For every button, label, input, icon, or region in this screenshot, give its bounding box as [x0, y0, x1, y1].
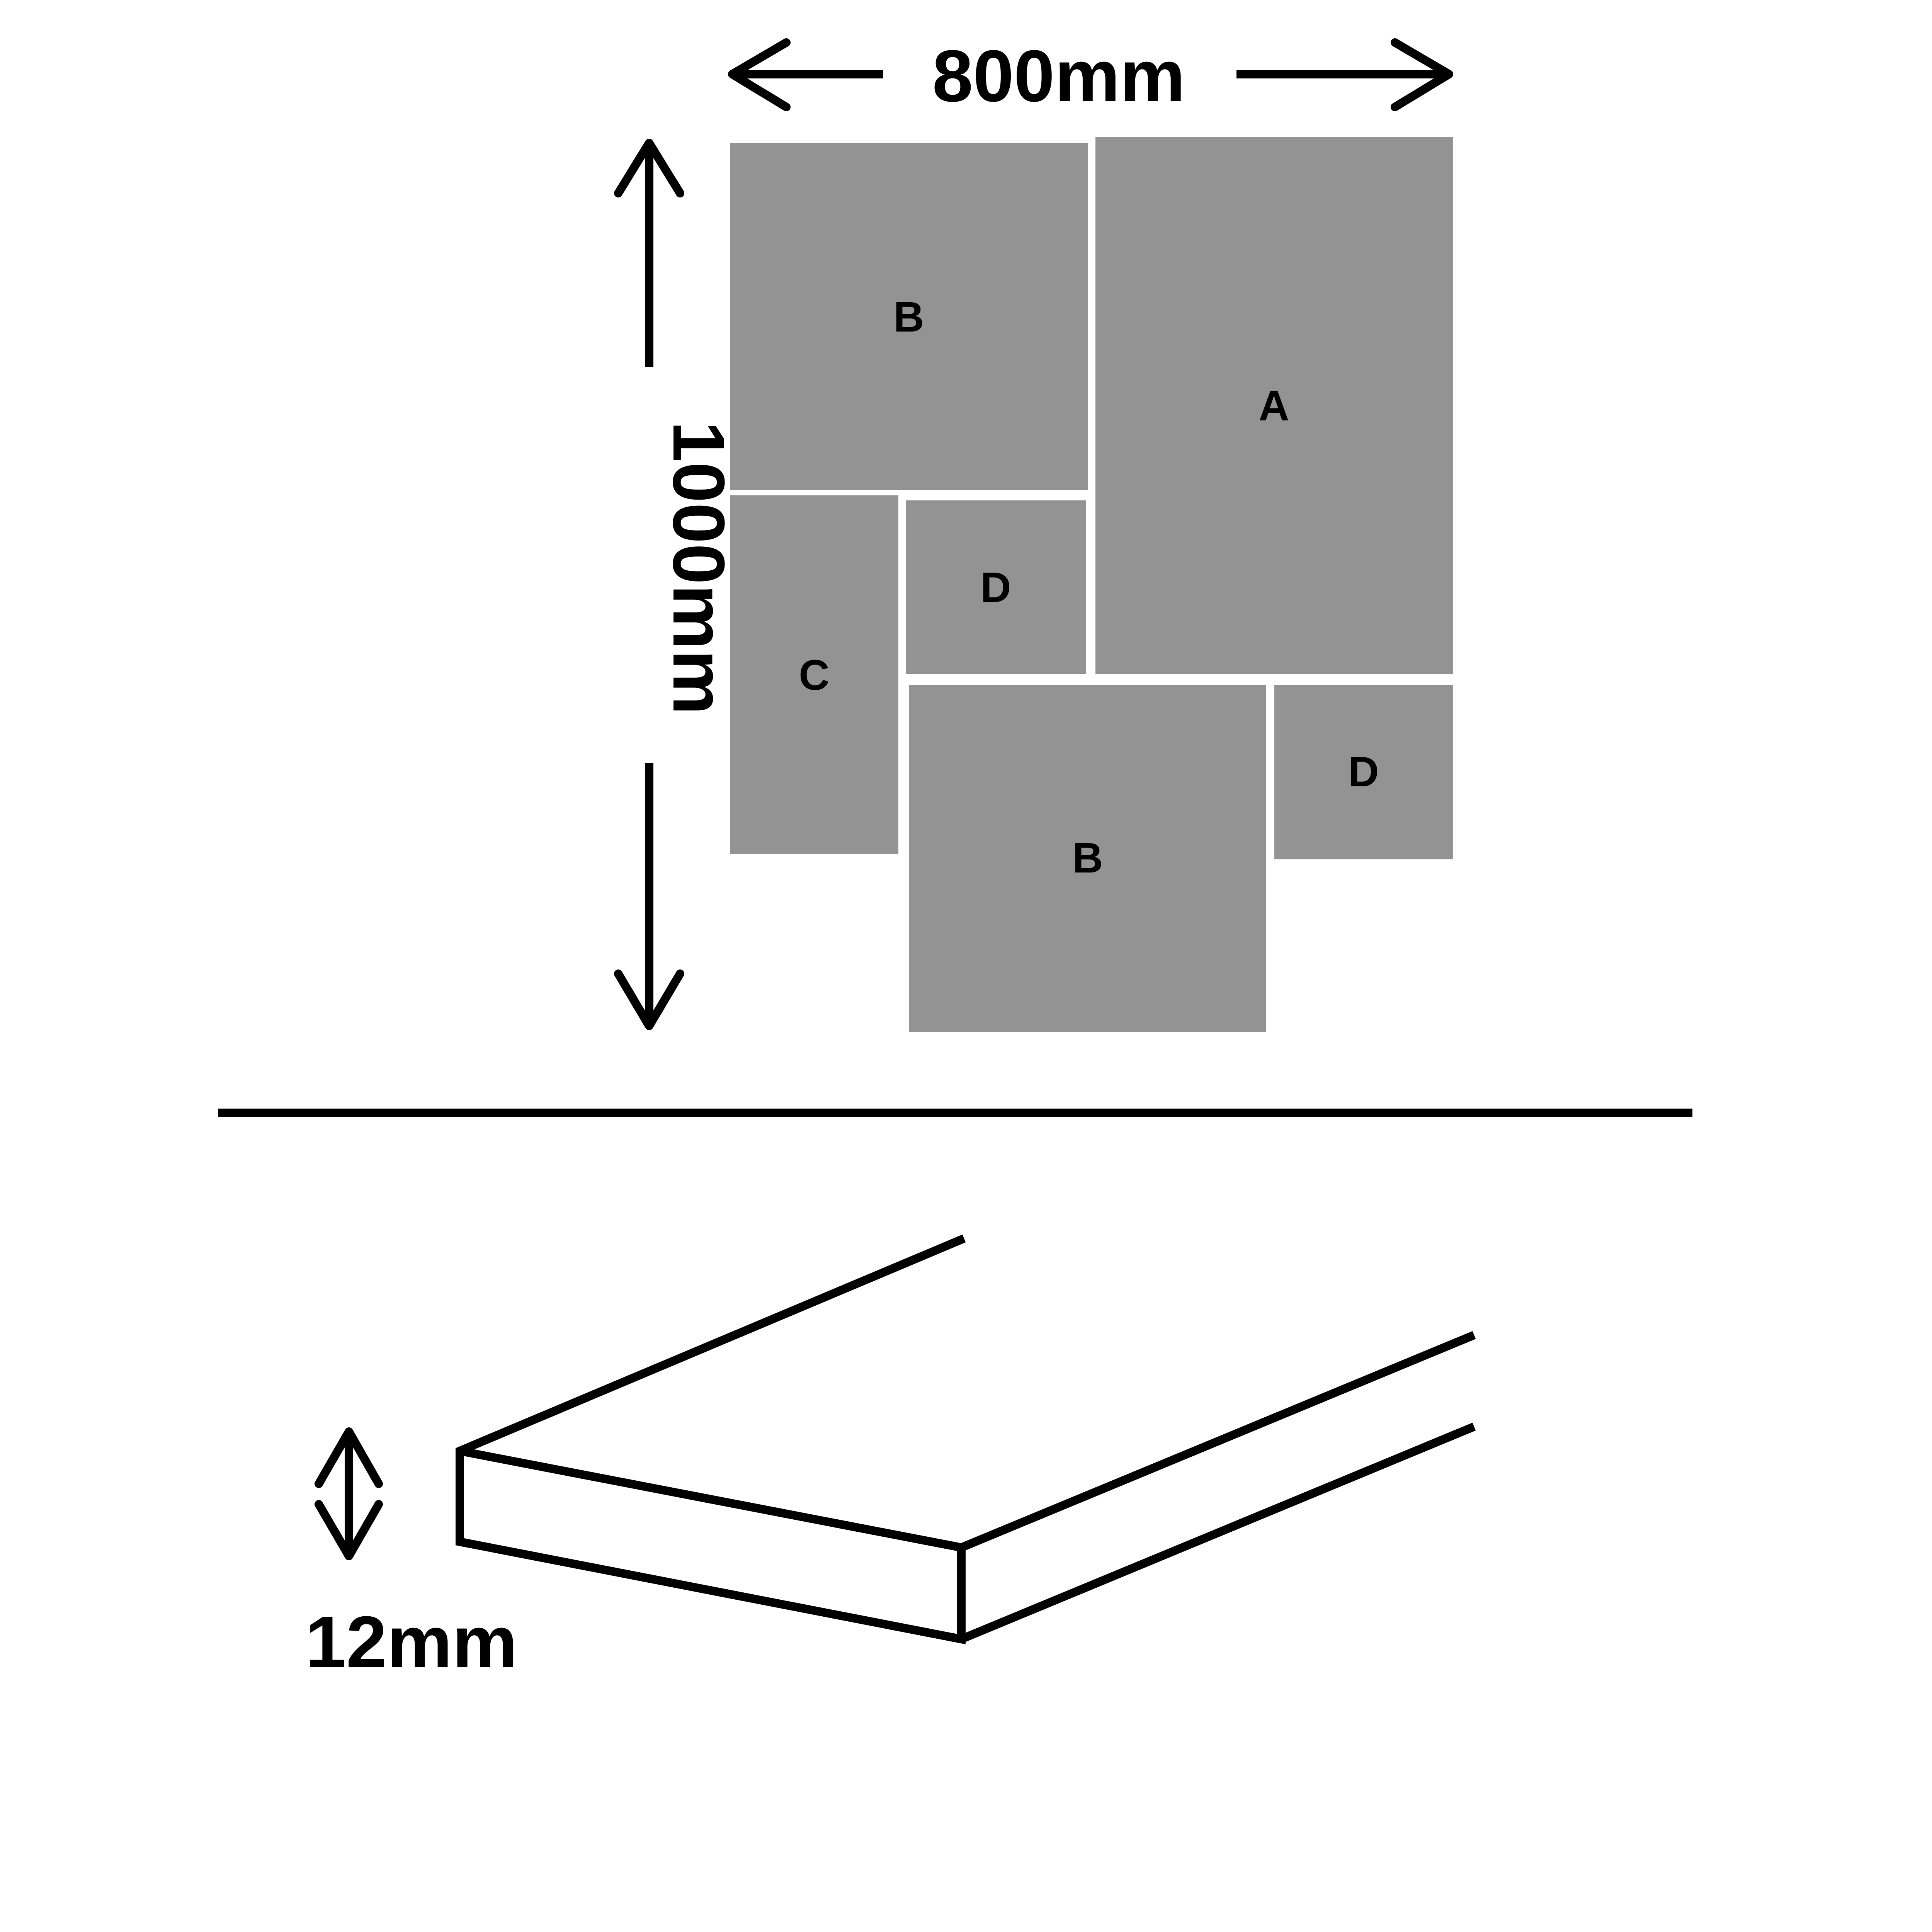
tile-label: B: [893, 293, 924, 341]
tile-rect: [730, 143, 1088, 490]
tile-label: C: [799, 651, 829, 699]
height-arrow-top-head: [614, 139, 684, 197]
tile-b-bottom: B: [909, 685, 1266, 1032]
thickness-dimension: 12mm: [305, 1427, 517, 1683]
tile-b-top: B: [730, 143, 1088, 490]
tile-layout: B A C D B D: [730, 137, 1453, 1032]
tile-rect: [730, 495, 898, 854]
thickness-arrow-top-head: [315, 1427, 383, 1488]
tile-d-middle: D: [906, 500, 1086, 674]
board-bottom-edge: [959, 1422, 1476, 1643]
height-dimension: 1000mm: [614, 139, 740, 1030]
thickness-arrow-bottom-head: [315, 1500, 383, 1560]
width-label: 800mm: [932, 35, 1185, 117]
width-arrow-left-head: [728, 38, 791, 111]
tile-label: D: [1348, 748, 1379, 796]
tile-label: A: [1259, 382, 1289, 430]
board-top-edge: [959, 1331, 1476, 1552]
width-dimension: 800mm: [728, 35, 1453, 117]
tile-label: D: [980, 564, 1011, 611]
tile-rect: [906, 500, 1086, 674]
tile-rect: [1274, 685, 1453, 859]
board-thickness-sketch: [456, 1234, 1476, 1645]
tile-c: C: [730, 495, 898, 854]
board-outline: [456, 1234, 966, 1645]
tile-rect: [909, 685, 1266, 1032]
tile-d-right: D: [1274, 685, 1453, 859]
tile-label: B: [1072, 834, 1103, 882]
height-label: 1000mm: [658, 421, 740, 715]
tile-rect: [1095, 137, 1453, 674]
tile-a: A: [1095, 137, 1453, 674]
height-arrow-bottom-head: [614, 969, 684, 1030]
thickness-label: 12mm: [305, 1601, 517, 1683]
width-arrow-right-head: [1391, 38, 1453, 111]
